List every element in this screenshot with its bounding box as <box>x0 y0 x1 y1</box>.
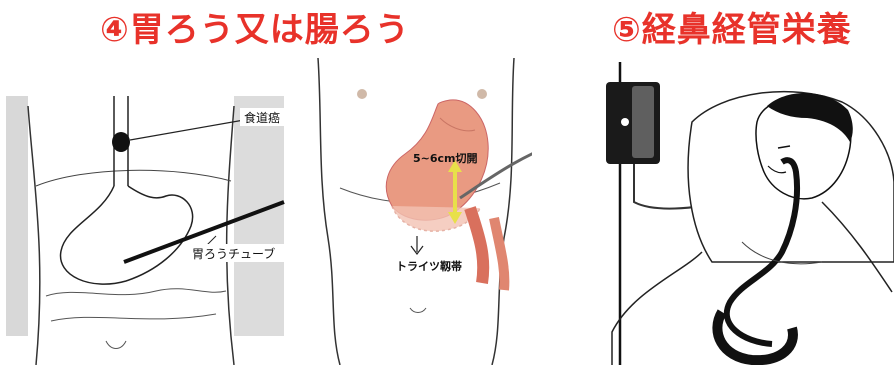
torso-right-line <box>227 106 234 365</box>
navel <box>106 341 126 349</box>
torso-left <box>318 58 340 365</box>
treitz-ligament-label: トライツ靱帯 <box>396 259 462 273</box>
nasogastric-feeding-illustration <box>592 62 894 365</box>
title-nasogastric-feeding: ⑤経鼻経管栄養 <box>612 2 852 51</box>
torso-right <box>492 58 514 365</box>
jejunostomy-anatomy-illustration: 5~6cm切開 トライツ靱帯 <box>300 58 532 365</box>
jejunum-loop <box>470 208 483 283</box>
intestine-line-2 <box>51 314 216 321</box>
feeding-bag-highlight <box>632 86 654 158</box>
nipple-right <box>477 89 487 99</box>
gastrostomy-illustration: 食道癌 胃ろうチューブ <box>6 86 306 365</box>
ligament-arrow <box>411 236 423 254</box>
patient-shoulder <box>612 252 702 365</box>
nasogastric-drawing <box>592 62 894 365</box>
tube-label: 胃ろうチューブ <box>192 246 275 261</box>
cancer-label: 食道癌 <box>244 110 280 125</box>
feeding-bag-port <box>621 118 629 126</box>
cancer-leader-line <box>130 120 244 140</box>
nipple-left <box>357 89 367 99</box>
esophageal-cancer-mass <box>112 132 130 152</box>
intestine-line <box>46 289 226 296</box>
rib-line <box>36 170 231 186</box>
left-hatch-band <box>6 96 28 336</box>
anatomy-drawing: 5~6cm切開 トライツ靱帯 <box>300 58 532 365</box>
navel <box>410 308 426 313</box>
torso-left-line <box>28 106 40 365</box>
title-gastrostomy: ④胃ろう又は腸ろう <box>100 2 410 51</box>
stomach-outline <box>61 186 193 284</box>
gastrostomy-drawing: 食道癌 胃ろうチューブ <box>6 86 306 365</box>
incision-label: 5~6cm切開 <box>413 152 478 165</box>
